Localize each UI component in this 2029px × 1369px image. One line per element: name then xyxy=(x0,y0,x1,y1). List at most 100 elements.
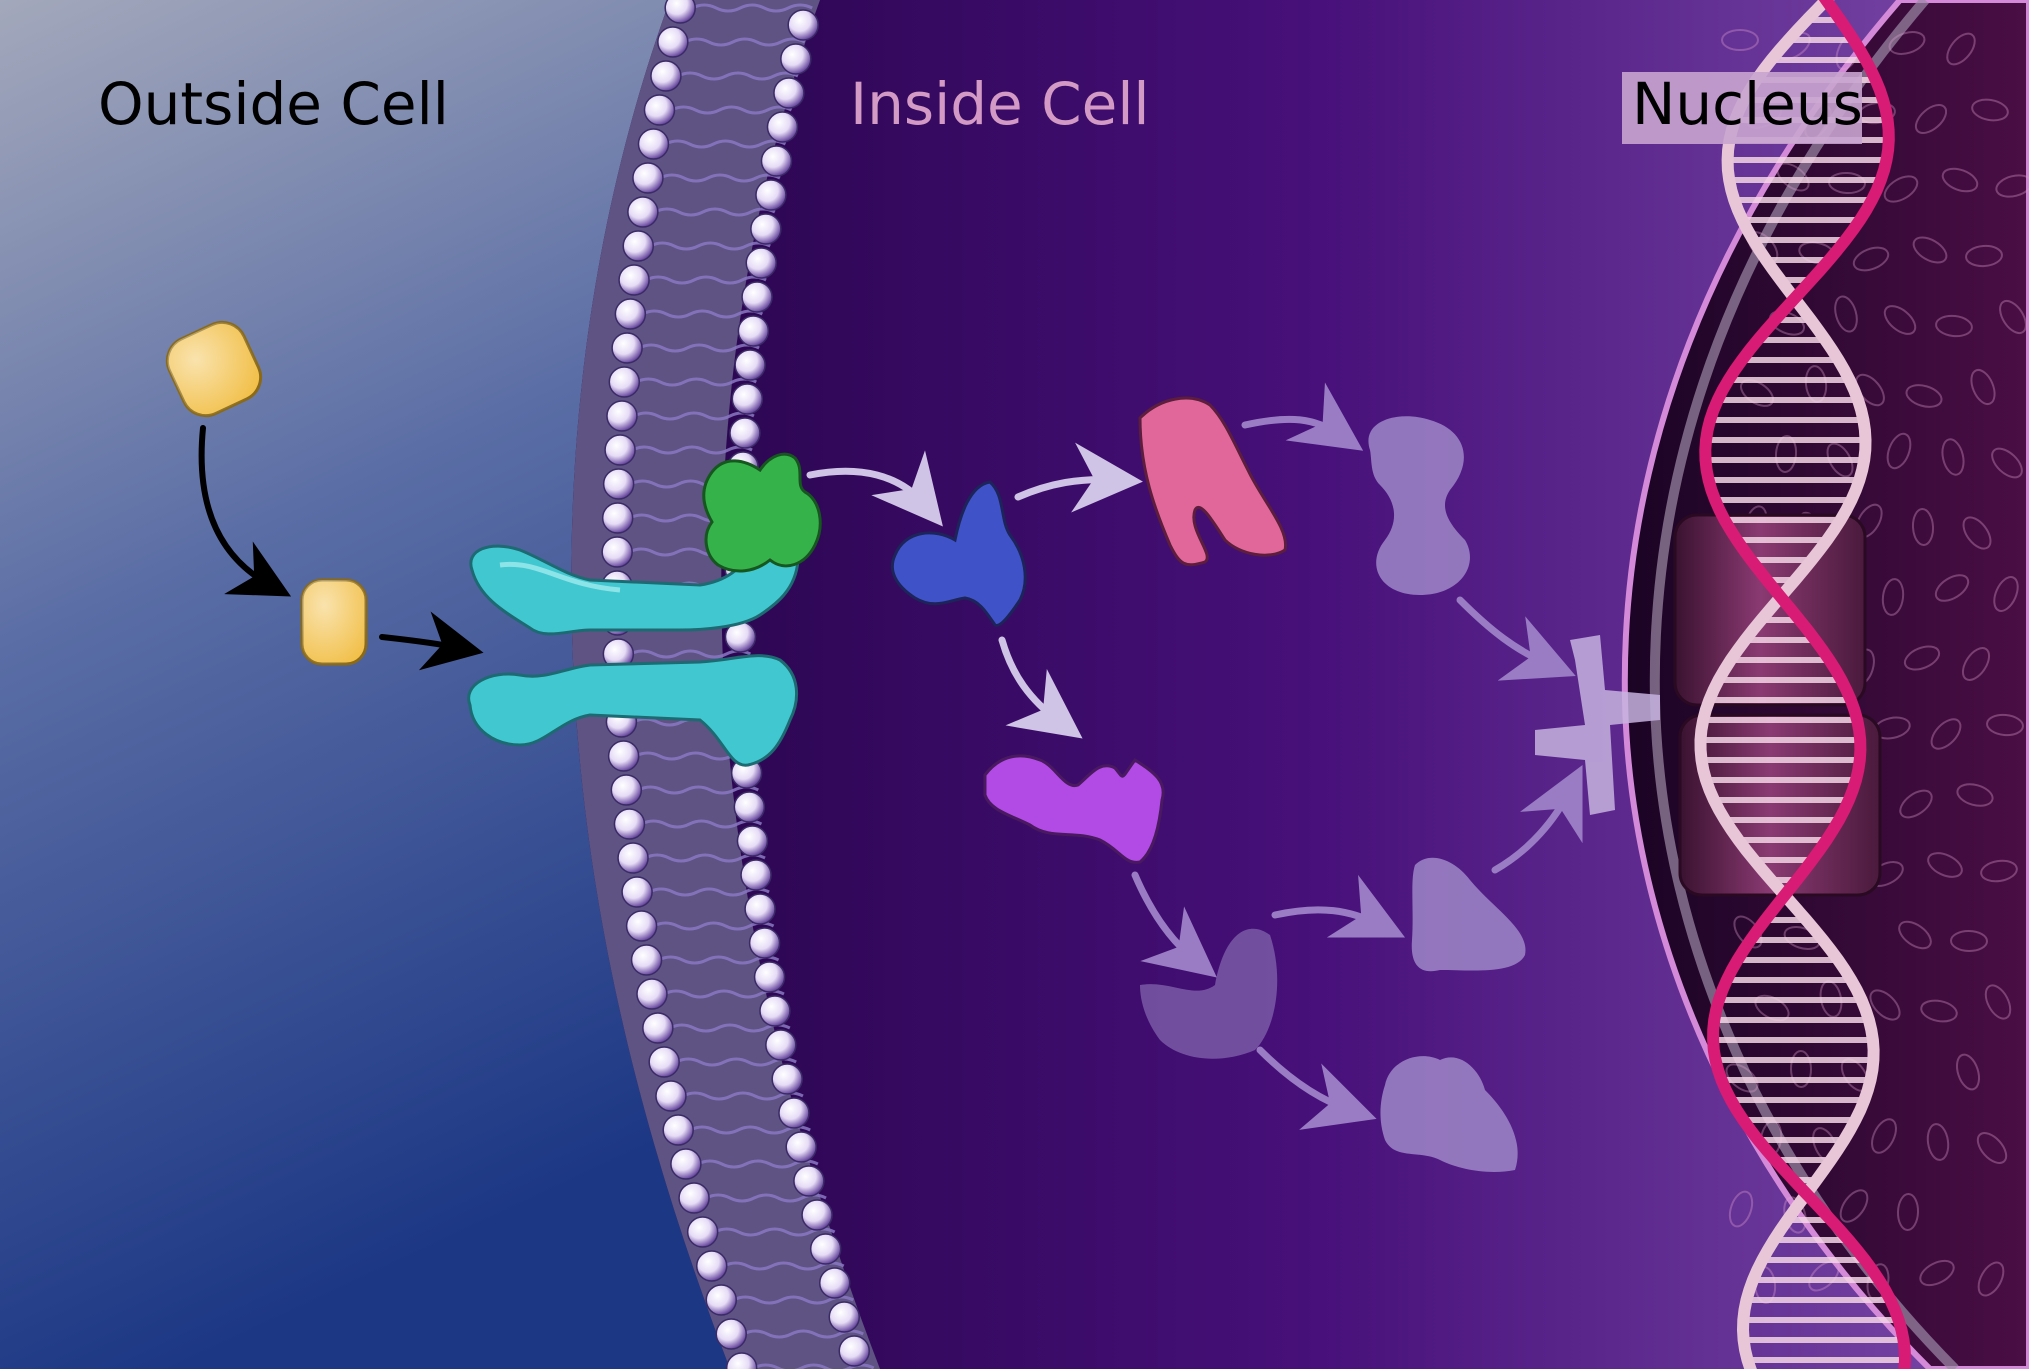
chromatin-coil xyxy=(1834,295,1858,333)
lipid-tail xyxy=(645,275,767,285)
chromatin-coil xyxy=(1826,442,1854,478)
lipid-head-outer xyxy=(622,230,654,262)
chromatin-coil xyxy=(1971,98,2009,122)
chromatin-coil xyxy=(1986,713,2024,737)
lipid-head-inner xyxy=(780,43,812,75)
chromatin-coil xyxy=(1911,508,1935,546)
lipid-head-outer xyxy=(725,1352,758,1369)
lipid-head-inner xyxy=(793,1165,825,1197)
lipid-tail xyxy=(648,887,770,897)
lipid-head-inner xyxy=(745,247,777,279)
lipid-head-outer xyxy=(670,1148,702,1180)
lipid-head-outer xyxy=(614,298,647,330)
lipid-tail xyxy=(663,989,785,999)
lipid-head-inner xyxy=(809,1233,842,1265)
arrow-triangle-to-star xyxy=(1491,764,1583,874)
lipid-head-outer xyxy=(611,332,643,364)
lipid-head-outer xyxy=(655,1080,687,1112)
chromatin-coil xyxy=(1935,314,1973,338)
lipid-tail xyxy=(684,37,806,47)
dna-double-helix xyxy=(1694,0,1912,1369)
chromatin-coil xyxy=(1941,167,1979,193)
chromatin-coil xyxy=(1927,852,1963,878)
chromatin-coil xyxy=(1899,789,1933,819)
lipid-tail xyxy=(677,71,799,81)
lipid-head-inner xyxy=(785,1131,817,1163)
lipid-head-inner xyxy=(787,9,819,41)
lipid-head-outer xyxy=(617,842,649,874)
chromatin-coil xyxy=(1871,1118,1897,1154)
chromatin-coil xyxy=(1881,578,1905,616)
lipid-tail xyxy=(638,343,760,353)
lipid-tail xyxy=(732,1295,854,1305)
chromatin-coil xyxy=(1898,920,1932,950)
lipid-head-outer xyxy=(601,502,634,534)
lipid-tail xyxy=(659,173,781,183)
chromatin-coil xyxy=(1905,384,1943,408)
chromatin-coil xyxy=(1955,1053,1981,1091)
lipid-head-outer xyxy=(637,128,670,160)
chromatin-coil xyxy=(1941,438,1965,476)
lipid-head-outer xyxy=(643,94,676,126)
chromatin-coil xyxy=(1919,1259,1955,1287)
lipid-head-inner xyxy=(734,349,766,381)
active-arrows xyxy=(806,442,1143,739)
faded-triangle-protein xyxy=(1411,857,1526,972)
chromatin-coil xyxy=(1883,305,1917,335)
lipid-head-inner xyxy=(736,825,769,857)
chromatin-coil xyxy=(1725,1063,1759,1093)
lipid-tail xyxy=(629,649,752,659)
lipid-tail xyxy=(635,377,757,387)
lipid-tail xyxy=(705,1193,827,1203)
chromatin-coil xyxy=(1808,1260,1840,1292)
lipid-tail xyxy=(714,1227,836,1237)
lipid-head-outer xyxy=(630,944,663,976)
lipid-tail xyxy=(675,1057,797,1067)
lipid-head-inner xyxy=(737,315,770,347)
kinase-blue xyxy=(890,480,1027,627)
lipid-head-outer xyxy=(606,400,638,432)
lipid-head-outer xyxy=(662,1114,694,1146)
faded-star-protein xyxy=(1535,635,1660,815)
chromatin-coil xyxy=(1980,859,2018,883)
chromatin-coil xyxy=(1962,516,1992,550)
chromatin-coil xyxy=(1999,299,2027,335)
lipid-head-inner xyxy=(748,927,781,959)
label-nucleus: Nucleus xyxy=(1632,70,1863,138)
lipid-head-outer xyxy=(627,196,659,228)
lipid-head-inner xyxy=(766,111,799,143)
chromatin-coil xyxy=(1903,645,1941,671)
ligand-molecule-1-highlight xyxy=(167,322,261,416)
chromatin-coil xyxy=(1852,246,1890,272)
receptor-lower-subunit xyxy=(467,654,799,767)
lipid-tail xyxy=(742,1329,864,1339)
chromatin-coil xyxy=(1886,432,1912,470)
lipid-head-outer xyxy=(636,978,668,1010)
arrow-blue-to-pink xyxy=(1014,442,1143,513)
lipid-tail xyxy=(697,1159,819,1169)
faded-arrows xyxy=(1131,382,1583,1130)
lipid-head-outer xyxy=(632,162,664,194)
lipid-head-inner xyxy=(729,417,761,449)
lipid-head-outer xyxy=(602,468,635,500)
lipid-head-outer xyxy=(604,434,636,466)
lipid-head-inner xyxy=(741,281,773,313)
lipid-head-inner xyxy=(740,859,772,891)
arrow-notch-to-triangle xyxy=(1271,874,1406,938)
chromatin-coil xyxy=(1946,32,1976,66)
lipid-tail xyxy=(723,1261,845,1271)
label-nucleus-box xyxy=(1622,72,1862,144)
lipid-head-outer xyxy=(625,910,658,942)
adaptor-protein xyxy=(702,452,822,573)
chromatin-coil xyxy=(1883,175,1919,203)
chromatin-coil xyxy=(1728,1190,1754,1228)
lipid-tail xyxy=(637,785,759,795)
arrow-notch-to-lumpy xyxy=(1256,1046,1377,1130)
dna-strand-back xyxy=(1694,0,1880,1369)
lipid-head-inner xyxy=(750,213,782,245)
faded-notch-protein xyxy=(1140,928,1278,1059)
lipid-tail xyxy=(652,921,775,931)
lipid-head-inner xyxy=(731,383,764,415)
chromatin-coil xyxy=(1956,783,1994,807)
